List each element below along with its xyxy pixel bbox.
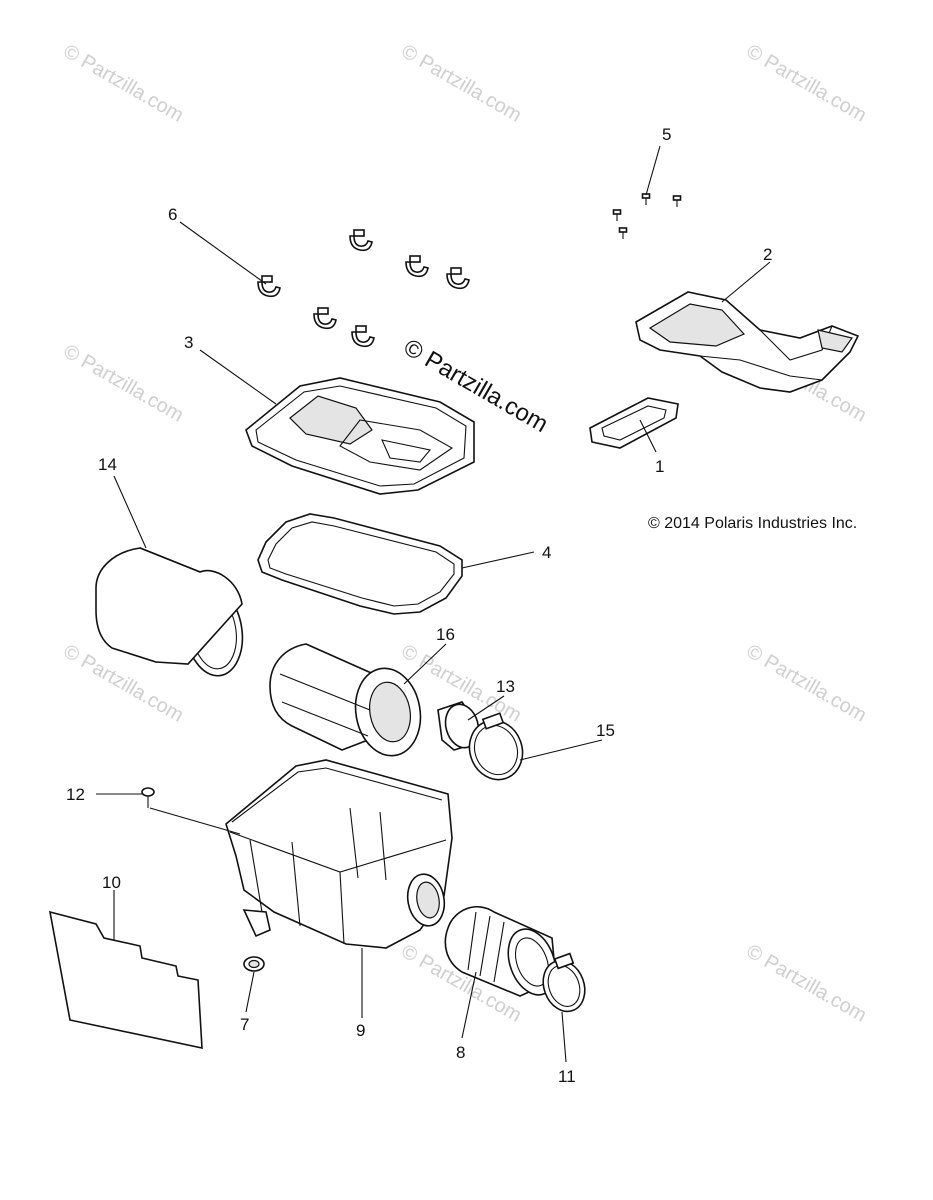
- airbox-base-part-9: [225, 759, 453, 949]
- leader-lines: [96, 145, 771, 1063]
- callout-labels: 1 2 3 4 5 6 7 8 9 10 11 12 13 14 15 16: [66, 125, 772, 1086]
- screw-part-12: [141, 787, 155, 808]
- grommet-part-7: [243, 956, 265, 972]
- callout-6: 6: [168, 205, 177, 224]
- callout-9: 9: [356, 1021, 365, 1040]
- watermark-tile: © Partzilla.com: [743, 40, 871, 126]
- clips-part-6: [257, 229, 470, 348]
- callout-4: 4: [542, 543, 551, 562]
- callout-15: 15: [596, 721, 615, 740]
- watermark-tile: © Partzilla.com: [398, 40, 526, 126]
- callout-1: 1: [655, 457, 664, 476]
- plate-part-1: [589, 397, 679, 449]
- clamp-part-11: [542, 952, 586, 1013]
- air-filter-part-16: [269, 643, 422, 757]
- screws-part-5: [612, 193, 682, 239]
- callout-5: 5: [662, 125, 671, 144]
- watermark-tile: © Partzilla.com: [60, 340, 188, 426]
- intake-duct-part-2: [635, 291, 860, 393]
- callout-12: 12: [66, 785, 85, 804]
- copyright-text: © 2014 Polaris Industries Inc.: [648, 515, 857, 532]
- seal-part-4: [257, 513, 463, 615]
- callout-8: 8: [456, 1043, 465, 1062]
- callout-14: 14: [98, 455, 117, 474]
- callout-2: 2: [763, 245, 772, 264]
- clamp-part-15: [468, 712, 524, 781]
- watermark-tiles: © Partzilla.com © Partzilla.com © Partzi…: [60, 40, 871, 1026]
- prefilter-part-14: [95, 547, 244, 677]
- callout-10: 10: [102, 873, 121, 892]
- heat-shield-part-10: [48, 910, 203, 1050]
- airbox-cover-part-3: [245, 377, 475, 495]
- callout-11: 11: [558, 1067, 576, 1086]
- callout-7: 7: [240, 1015, 249, 1034]
- callout-3: 3: [184, 333, 193, 352]
- callout-16: 16: [436, 625, 455, 644]
- watermark-tile: © Partzilla.com: [743, 940, 871, 1026]
- watermark-tile: © Partzilla.com: [743, 640, 871, 726]
- watermark-tile: © Partzilla.com: [60, 40, 188, 126]
- callout-13: 13: [496, 677, 515, 696]
